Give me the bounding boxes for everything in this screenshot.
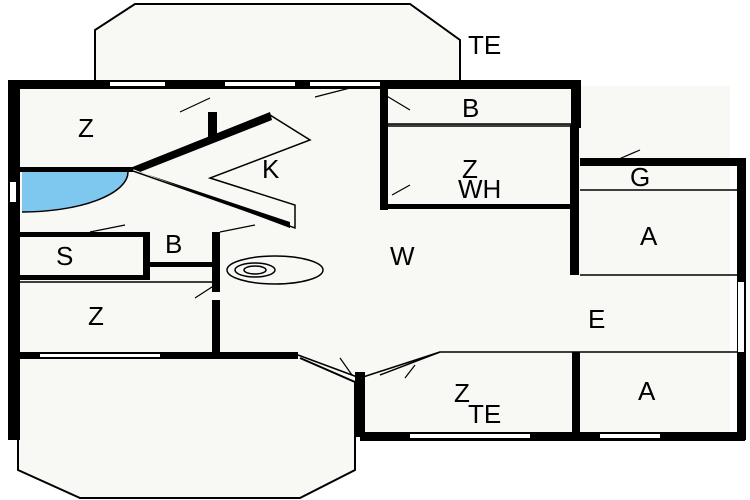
window-bottom-2: [600, 434, 660, 438]
label-bedroom-bottom-left: Z: [88, 301, 104, 331]
wall-z-top-bottom: [18, 167, 133, 172]
label-kitchen: K: [262, 154, 280, 184]
label-annex-bottom: A: [638, 376, 656, 406]
label-bathroom: B: [462, 93, 479, 123]
terrace-bottom-outline: [17, 357, 356, 499]
terrace-top-outline: [94, 3, 461, 84]
label-bedroom-wh: Z: [462, 154, 478, 184]
door-s: [89, 224, 126, 233]
door-bottom-diag-2: [359, 351, 441, 379]
window-bottom-3: [40, 354, 160, 357]
label-bedroom-bottom: Z: [454, 378, 470, 408]
label-water-heater: WH: [458, 174, 501, 204]
label-terrace-top: TE: [468, 30, 501, 60]
stove-inner: [234, 262, 276, 278]
wall-s-top: [18, 232, 148, 237]
wall-right-mid: [580, 158, 745, 166]
wall-z-top-right: [208, 112, 217, 137]
door-bottom-1: [339, 357, 353, 376]
door-bottom-diag-1: [297, 354, 361, 379]
label-storage: S: [56, 241, 73, 271]
wall-wh-bottom-bar: [380, 204, 575, 209]
window-top-3: [310, 82, 380, 86]
window-top-2: [225, 82, 295, 86]
pool-arc: [21, 171, 129, 213]
stove-core: [243, 265, 267, 275]
label-g-room: G: [630, 162, 650, 192]
door-wh: [391, 184, 411, 196]
label-annex-top: A: [640, 221, 658, 251]
door-b-small: [219, 224, 256, 233]
window-top-1: [110, 82, 165, 86]
label-bathroom-small: B: [165, 229, 182, 259]
wall-z-bottom-right: [212, 300, 220, 355]
window-bottom-1: [410, 434, 530, 438]
door-g: [611, 149, 641, 163]
window-right: [738, 282, 744, 352]
wall-bottom-diag-post: [355, 372, 365, 437]
window-left: [10, 182, 16, 202]
wall-s-right: [143, 232, 150, 280]
label-bedroom-top-left: Z: [78, 113, 94, 143]
door-bath: [384, 94, 411, 111]
pool-quarter: [22, 172, 128, 212]
label-entrance: E: [588, 304, 605, 334]
wall-b-small-left: [148, 262, 218, 267]
wall-bottom-right: [360, 432, 745, 441]
stove-outer: [226, 255, 324, 285]
label-terrace-bottom: TE: [468, 399, 501, 429]
door-bottom-2: [404, 364, 416, 379]
wall-right-upper: [571, 80, 581, 128]
wall-left: [8, 80, 20, 440]
wall-bath-left: [380, 88, 388, 210]
door-main-top: [314, 87, 351, 98]
door-z-top: [179, 97, 211, 113]
label-living: W: [390, 241, 415, 271]
door-z-bottom: [194, 284, 216, 299]
wall-s-bottom: [18, 275, 148, 280]
wall-bottom-divider: [572, 352, 580, 438]
wall-wh-right: [570, 125, 579, 275]
wall-b-small-right: [212, 232, 220, 292]
